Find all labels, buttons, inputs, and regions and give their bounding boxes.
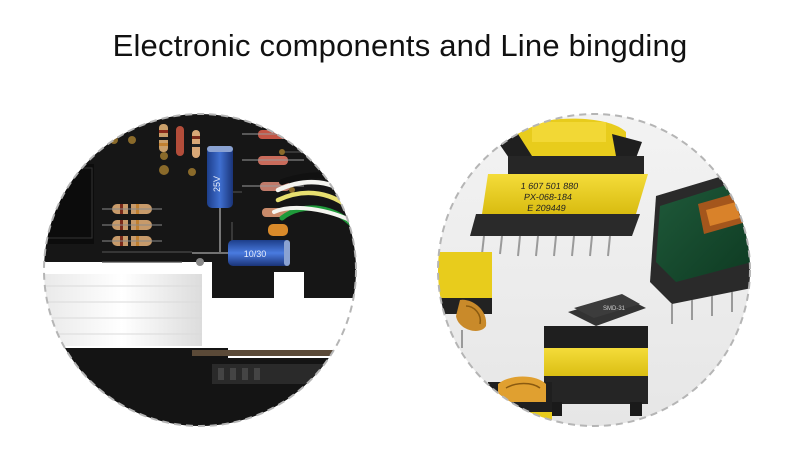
capacitor-label-2: 10/30 [244,249,267,259]
smd-label: SMD-31 [603,306,626,312]
transformer-label-2: PX-068-184 [523,192,572,202]
capacitor-label: 25V [212,176,222,192]
transformer-label-3: E 209449 [527,203,567,213]
transformers-photo: 1 607 501 880 PX-068-184 E 209449 [436,112,752,428]
circuit-board-photo: 25V 10/30 [42,112,358,428]
transformer-label-1: 1 607 501 880 [520,181,579,191]
page-title: Electronic components and Line bingding [112,28,688,63]
